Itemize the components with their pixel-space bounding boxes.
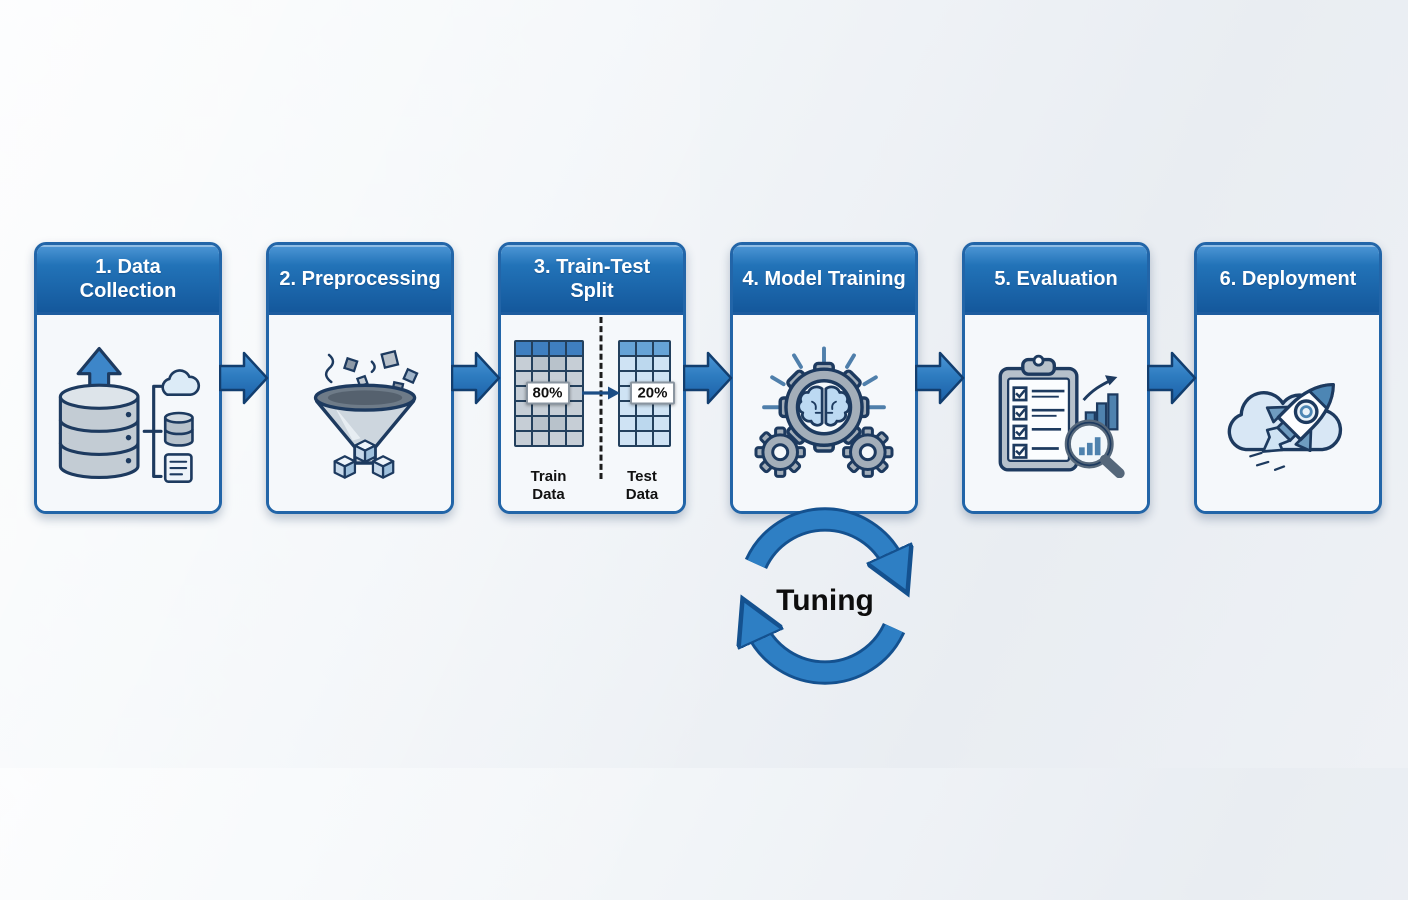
table-cell (515, 401, 531, 415)
step-title: 5. Evaluation (994, 267, 1118, 290)
database-upload-icon (58, 346, 201, 483)
step-title: 3. Train-Test Split (533, 255, 651, 302)
flow-arrow-icon (915, 351, 965, 405)
table-cell (619, 416, 635, 430)
step-card-model-training: 4. Model Training (730, 242, 918, 514)
table-cell (636, 341, 652, 355)
table-cell (566, 401, 582, 415)
table-cell (619, 401, 635, 415)
train-percent-badge: 80% (525, 381, 570, 405)
table-cell (619, 341, 635, 355)
table-cell (636, 356, 652, 370)
step-body (965, 315, 1147, 511)
test-percent-badge: 20% (630, 381, 675, 405)
step-title: 1. Data Collection (79, 255, 177, 302)
table-cell (549, 416, 565, 430)
cycle-arrows-icon (718, 507, 932, 685)
table-cell (619, 371, 635, 385)
table-cell (515, 356, 531, 370)
table-cell (515, 431, 531, 445)
table-cell (636, 401, 652, 415)
flow-arrow-icon (683, 351, 733, 405)
step-header: 6. Deployment (1197, 245, 1379, 315)
table-cell (549, 356, 565, 370)
table-cell (619, 431, 635, 445)
step-title: 6. Deployment (1219, 267, 1357, 290)
split-arrow-icon (581, 386, 620, 400)
step-header: 4. Model Training (733, 245, 915, 315)
step-card-evaluation: 5. Evaluation (962, 242, 1150, 514)
step-body (1197, 315, 1379, 511)
tuning-loop: Tuning (718, 490, 932, 702)
table-cell (532, 341, 548, 355)
table-cell (653, 431, 669, 445)
table-cell (515, 371, 531, 385)
table-cell (549, 371, 565, 385)
tuning-label: Tuning (776, 584, 874, 617)
table-cell (532, 356, 548, 370)
step-body (37, 315, 219, 511)
cloud-rocket-icon (1227, 382, 1343, 471)
table-cell (653, 371, 669, 385)
flow-arrow-icon (451, 351, 501, 405)
step-card-preprocessing: 2. Preprocessing (266, 242, 454, 514)
clipboard-analysis-icon (998, 354, 1125, 478)
table-cell (566, 386, 582, 400)
split-divider (581, 325, 620, 461)
table-cell (549, 341, 565, 355)
flow-arrow-icon (219, 351, 269, 405)
test-data-caption: Test Data (625, 468, 659, 503)
step-header: 1. Data Collection (37, 245, 219, 315)
step-card-data-collection: 1. Data Collection (34, 242, 222, 514)
table-cell (636, 416, 652, 430)
funnel-icon (313, 349, 419, 479)
table-cell (515, 341, 531, 355)
step-body (269, 315, 451, 511)
table-cell (566, 341, 582, 355)
table-cell (532, 371, 548, 385)
step-body: 80% 20% Train Data Test Data (501, 315, 683, 511)
table-cell (532, 416, 548, 430)
table-cell (566, 356, 582, 370)
table-cell (619, 356, 635, 370)
table-cell (653, 356, 669, 370)
gears-brain-icon (754, 346, 894, 478)
step-header: 2. Preprocessing (269, 245, 451, 315)
table-cell (566, 416, 582, 430)
table-cell (532, 431, 548, 445)
step-title: 4. Model Training (742, 267, 906, 290)
step-card-train-test-split: 3. Train-Test Split 80% (498, 242, 686, 514)
pipeline-row: 1. Data Collection (34, 242, 1382, 514)
table-cell (549, 431, 565, 445)
train-data-caption: Train Data (530, 468, 567, 503)
step-header: 5. Evaluation (965, 245, 1147, 315)
step-card-deployment: 6. Deployment (1194, 242, 1382, 514)
table-cell (532, 401, 548, 415)
table-cell (636, 371, 652, 385)
table-cell (566, 371, 582, 385)
ml-pipeline-diagram: 1. Data Collection (0, 0, 1408, 768)
table-cell (566, 431, 582, 445)
table-cell (653, 416, 669, 430)
table-cell (636, 431, 652, 445)
table-cell (653, 401, 669, 415)
test-data-table (617, 339, 671, 447)
step-title: 2. Preprocessing (279, 267, 441, 290)
table-cell (549, 401, 565, 415)
step-body (733, 315, 915, 511)
table-cell (653, 341, 669, 355)
table-cell (515, 416, 531, 430)
flow-arrow-icon (1147, 351, 1197, 405)
train-test-split-icon: 80% 20% Train Data Test Data (513, 323, 675, 503)
step-header: 3. Train-Test Split (501, 245, 683, 315)
